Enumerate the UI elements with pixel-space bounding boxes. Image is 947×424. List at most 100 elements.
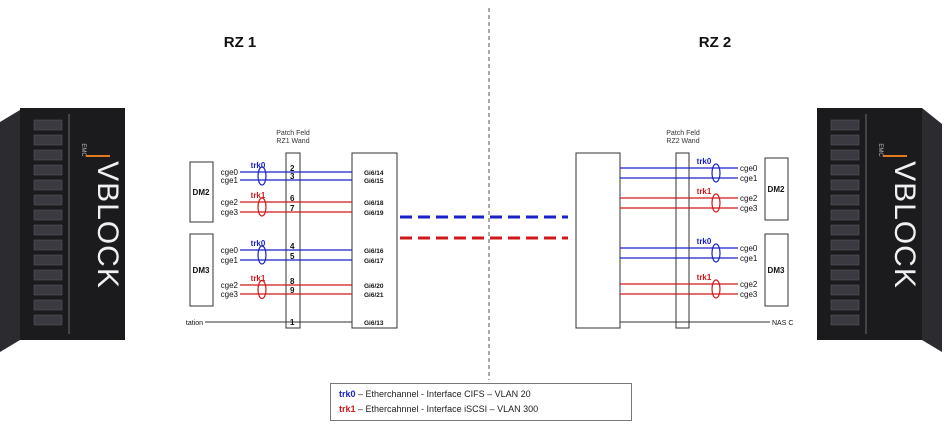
left-patch-subtitle: RZ1 Wand	[276, 138, 309, 145]
right-port-dm3-cge1: cge1	[740, 254, 758, 263]
left-patch-port-7: 7	[290, 204, 295, 213]
right-port-dm2-cge3: cge3	[740, 204, 758, 213]
left-trunk-dm3-trk0-ring	[257, 245, 267, 265]
left-switch-port-Gi6-17: Gi6/17	[364, 258, 384, 265]
right-drive-slot	[830, 209, 860, 221]
left-drive-slot	[33, 149, 63, 161]
left-drive-slot	[33, 119, 63, 131]
left-datamover-box-dm2	[189, 161, 214, 223]
legend-key-trk1: trk1	[339, 404, 356, 414]
right-port-dm3-cge3: cge3	[740, 290, 758, 299]
right-trunk-dm2-trk1-ring	[711, 193, 721, 213]
right-drive-slot	[830, 284, 860, 296]
site-title-rz1: RZ 1	[224, 34, 257, 51]
right-datamover-label-dm2: DM2	[768, 185, 785, 194]
left-drive-slot	[33, 179, 63, 191]
right-trunk-dm3-trk0-ring	[711, 243, 721, 263]
right-port-dm3-cge0: cge0	[740, 244, 758, 253]
left-trunk-dm3-trk0-label: trk0	[251, 239, 266, 248]
left-trunk-dm2-trk1-ring	[257, 197, 267, 217]
right-patch-panel	[675, 152, 690, 329]
right-drive-slot	[830, 164, 860, 176]
right-port-dm3-cge2: cge2	[740, 280, 758, 289]
right-rack-side	[922, 108, 942, 352]
left-drive-slot	[33, 254, 63, 266]
right-core-switch	[575, 152, 621, 329]
right-trunk-dm3-trk1-label: trk1	[697, 273, 712, 282]
right-rack-divider	[865, 114, 867, 334]
right-mgmt-label: NAS C	[772, 320, 793, 327]
left-drive-slot	[33, 269, 63, 281]
right-drive-slot	[830, 149, 860, 161]
right-patch-subtitle: RZ2 Wand	[666, 138, 699, 145]
left-patch-title: Patch Feld	[276, 130, 310, 137]
right-drive-slot	[830, 224, 860, 236]
left-drive-slot	[33, 284, 63, 296]
right-brand-small: EMC	[877, 143, 883, 157]
left-switch-port-Gi6-21: Gi6/21	[364, 292, 384, 299]
right-patch-title: Patch Feld	[666, 130, 700, 137]
left-datamover-box-dm3	[189, 233, 214, 307]
left-switch-port-Gi6-19: Gi6/19	[364, 210, 384, 217]
legend-row-trk0: trk0 – Etherchannel - Interface CIFS – V…	[339, 389, 531, 399]
left-port-dm2-cge3: cge3	[221, 208, 239, 217]
left-patch-panel	[285, 152, 301, 329]
legend-text-trk0: – Etherchannel - Interface CIFS – VLAN 2…	[355, 389, 531, 399]
left-patch-port-9: 9	[290, 286, 295, 295]
left-trunk-dm2-trk0-label: trk0	[251, 161, 266, 170]
left-trunk-dm2-trk1-label: trk1	[251, 191, 266, 200]
left-patch-port-4: 4	[290, 242, 295, 251]
left-rack-side	[0, 110, 20, 352]
right-port-dm2-cge1: cge1	[740, 174, 758, 183]
legend-text-trk1: – Ethercahnnel - Interface iSCSI – VLAN …	[355, 404, 539, 414]
right-drive-slot	[830, 134, 860, 146]
legend-box: trk0 – Etherchannel - Interface CIFS – V…	[330, 383, 632, 421]
left-switch-port-Gi6-20: Gi6/20	[364, 283, 384, 290]
right-datamover-label-dm3: DM3	[768, 266, 785, 275]
left-drive-slot	[33, 239, 63, 251]
left-brand-logo: VBLOCK	[91, 161, 124, 289]
right-trunk-dm3-trk0-label: trk0	[697, 237, 712, 246]
right-datamover-box-dm2	[764, 157, 789, 221]
left-patch-port-2: 2	[290, 164, 295, 173]
right-drive-slot	[830, 269, 860, 281]
left-datamover-label-dm3: DM3	[193, 266, 210, 275]
left-patch-port-3: 3	[290, 172, 295, 181]
left-drive-slot	[33, 194, 63, 206]
left-port-dm3-cge1: cge1	[221, 256, 239, 265]
left-drive-slot	[33, 299, 63, 311]
left-port-dm2-cge2: cge2	[221, 198, 239, 207]
site-title-rz2: RZ 2	[699, 34, 732, 51]
left-switch-port-Gi6-15: Gi6/15	[364, 178, 384, 185]
left-patch-port-8: 8	[290, 277, 295, 286]
left-switch-port-Gi6-16: Gi6/16	[364, 248, 384, 255]
right-drive-slot	[830, 119, 860, 131]
right-drive-slot	[830, 239, 860, 251]
right-trunk-dm2-trk0-ring	[711, 163, 721, 183]
left-port-dm3-cge2: cge2	[221, 281, 239, 290]
left-port-dm2-cge0: cge0	[221, 168, 239, 177]
right-drive-slot	[830, 299, 860, 311]
right-drive-slot	[830, 254, 860, 266]
left-port-dm3-cge3: cge3	[221, 290, 239, 299]
right-port-dm2-cge2: cge2	[740, 194, 758, 203]
left-rack-divider	[68, 114, 70, 334]
left-switch-port-Gi6-14: Gi6/14	[364, 170, 384, 177]
legend-key-trk0: trk0	[339, 389, 356, 399]
right-trunk-dm2-trk0-label: trk0	[697, 157, 712, 166]
right-drive-slot	[830, 194, 860, 206]
left-drive-slot	[33, 224, 63, 236]
left-trunk-dm2-trk0-ring	[257, 166, 267, 186]
left-mgmt-patch-port: 1	[290, 318, 295, 327]
left-drive-slot	[33, 314, 63, 326]
right-trunk-dm3-trk1-ring	[711, 279, 721, 299]
left-port-dm3-cge0: cge0	[221, 246, 239, 255]
left-drive-slot	[33, 164, 63, 176]
left-switch-port-Gi6-18: Gi6/18	[364, 200, 384, 207]
legend-row-trk1: trk1 – Ethercahnnel - Interface iSCSI – …	[339, 404, 538, 414]
left-drive-slot	[33, 209, 63, 221]
left-port-dm2-cge1: cge1	[221, 176, 239, 185]
